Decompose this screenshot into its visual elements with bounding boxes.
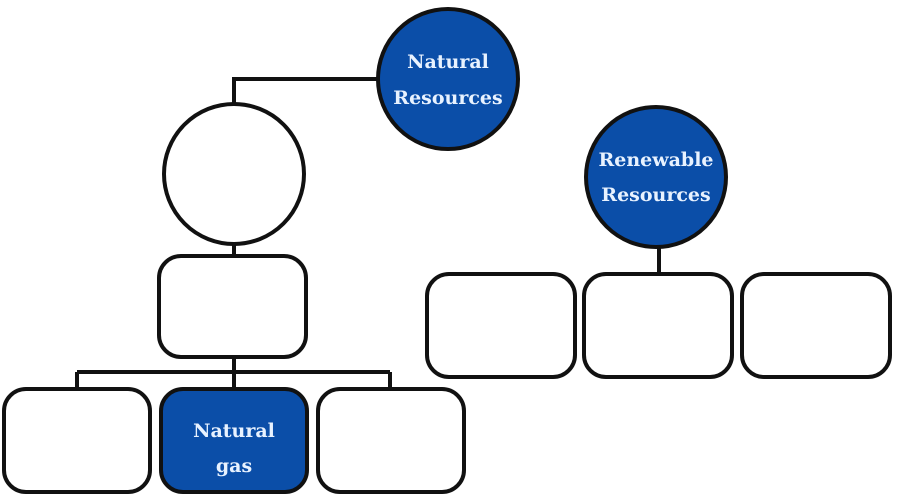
node-left-box-blank[interactable] — [157, 254, 308, 359]
node-left-child-3-blank[interactable] — [316, 387, 466, 494]
natural-resources-label-line-2: Resources — [393, 87, 502, 109]
natural-resources-label-line-1: Natural — [407, 51, 489, 73]
node-left-child-1-blank[interactable] — [2, 387, 152, 494]
natural-gas-label-line-2: gas — [216, 455, 252, 477]
node-natural-resources[interactable]: Natural Resources — [376, 7, 520, 151]
node-renewable-child-2-blank[interactable] — [582, 272, 734, 379]
node-renewable-child-3-blank[interactable] — [740, 272, 892, 379]
connectors — [75, 77, 661, 389]
natural-gas-label-line-1: Natural — [193, 420, 275, 442]
node-natural-gas[interactable]: Natural gas — [159, 387, 309, 494]
natural-resources-circle — [376, 7, 520, 151]
renewable-resources-label-line-2: Resources — [601, 184, 710, 206]
node-left-circle-blank[interactable] — [162, 102, 306, 246]
natural-gas-box — [159, 387, 309, 494]
edge-root-to-left-circle — [232, 77, 378, 104]
renewable-resources-label-line-1: Renewable — [598, 149, 713, 171]
node-renewable-resources[interactable]: Renewable Resources — [584, 105, 728, 249]
renewable-resources-circle — [584, 105, 728, 249]
node-renewable-child-1-blank[interactable] — [425, 272, 577, 379]
